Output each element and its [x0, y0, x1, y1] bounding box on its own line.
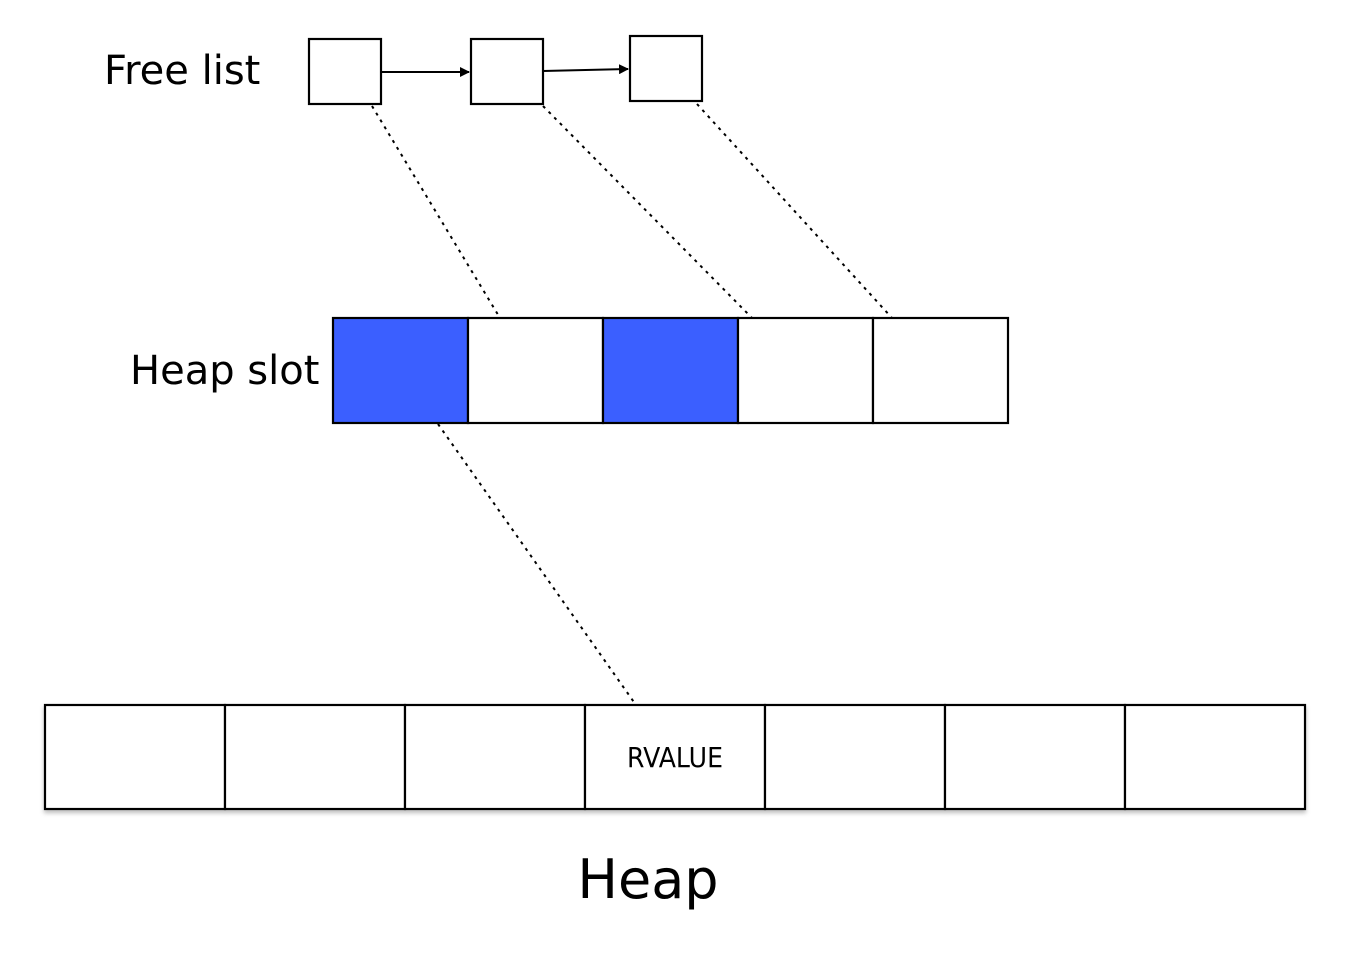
heap-cell — [43, 703, 227, 811]
heap-cell — [403, 703, 587, 811]
free-list-node — [628, 34, 704, 103]
slot-to-heap-connector — [437, 423, 637, 706]
connectors — [371, 103, 893, 706]
heap-row — [43, 703, 1307, 811]
heap-slot-used-cell — [601, 316, 740, 425]
free-list-node — [307, 37, 383, 106]
free-list-next-arrow — [542, 64, 629, 75]
free-list-to-slot-connector — [696, 103, 893, 319]
heap-slot-label: Heap slot — [130, 348, 319, 394]
heap-cell — [223, 703, 407, 811]
heap-slot-free-cell — [871, 316, 1010, 425]
rvalue-label: RVALUE — [627, 741, 723, 774]
free-list-node — [469, 37, 545, 106]
heap-label: Heap — [577, 848, 718, 911]
heap-rvalue-cell — [583, 703, 767, 811]
heap-slot-row — [331, 316, 1010, 425]
free-list-label: Free list — [104, 48, 260, 94]
heap-slot-free-cell — [466, 316, 605, 425]
heap-cell — [763, 703, 947, 811]
free-list-to-slot-connector — [542, 105, 753, 319]
free-list-to-slot-connector — [371, 105, 501, 319]
heap-cell — [943, 703, 1127, 811]
free-list — [307, 34, 704, 106]
heap-slot-free-cell — [736, 316, 875, 425]
heap-slot-used-cell — [331, 316, 470, 425]
heap-cell — [1123, 703, 1307, 811]
